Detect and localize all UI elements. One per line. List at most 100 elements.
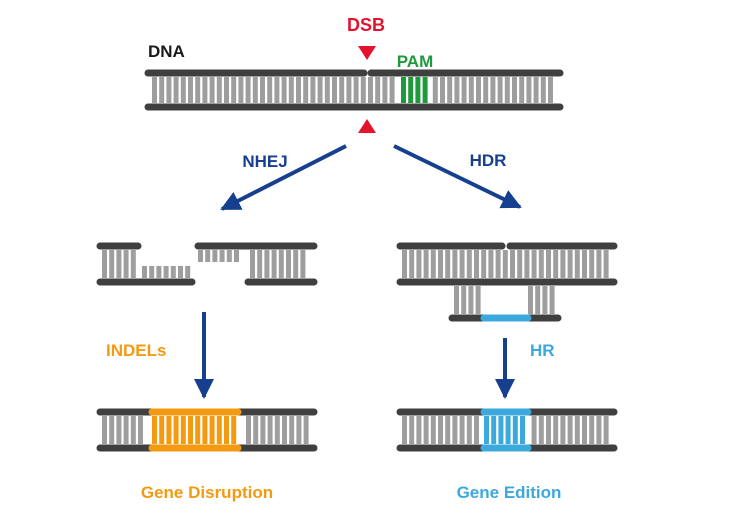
base-pair (224, 77, 229, 103)
base-pair (553, 250, 559, 278)
base-pair (589, 250, 595, 278)
dsb-marker-bottom-icon (358, 119, 376, 133)
base-pair (195, 77, 201, 103)
base-pair (226, 250, 232, 262)
base-pair (152, 416, 157, 444)
base-pair (310, 77, 316, 103)
base-pair (267, 77, 273, 103)
base-pair (468, 77, 474, 103)
base-pair (505, 416, 511, 444)
base-pair (188, 77, 193, 103)
base-pair (491, 416, 497, 444)
base-pair (596, 416, 602, 444)
pam-site (401, 77, 428, 103)
base-pair (198, 250, 203, 262)
base-pair (123, 416, 129, 444)
base-pair (567, 416, 573, 444)
base-pair (497, 77, 503, 103)
base-pair (549, 286, 555, 314)
nhej-arrow (220, 144, 347, 211)
edited-dna (396, 408, 618, 452)
base-pair (466, 416, 472, 444)
base-pair (116, 416, 122, 444)
base-pair (185, 266, 191, 278)
base-pair (257, 250, 263, 278)
base-pair (109, 250, 115, 278)
hdr-arrow (393, 144, 522, 209)
base-pair (445, 250, 451, 278)
base-pair (216, 416, 222, 444)
base-pair (517, 250, 523, 278)
base-pair (423, 250, 429, 278)
base-pair (195, 416, 201, 444)
base-pair (416, 416, 422, 444)
base-pair (102, 250, 107, 278)
base-pair (459, 250, 465, 278)
top-dna-bases (152, 77, 553, 103)
base-pair (156, 266, 162, 278)
base-pair (389, 77, 395, 103)
base-pair (170, 266, 176, 278)
gene-edition-label: Gene Edition (457, 483, 562, 502)
base-pair (205, 250, 211, 262)
base-pair (466, 250, 472, 278)
base-pair (231, 77, 237, 103)
donor-template (448, 286, 562, 322)
hdr-broken-dna (396, 242, 618, 286)
base-pair (560, 250, 566, 278)
base-pair (159, 416, 165, 444)
base-pair (409, 416, 415, 444)
base-pair (368, 77, 373, 103)
base-pair (461, 286, 467, 314)
base-pair (416, 250, 422, 278)
base-pair (289, 416, 295, 444)
dna-label: DNA (148, 42, 185, 61)
base-pair (271, 250, 277, 278)
base-pair (401, 77, 406, 103)
base-pair (166, 416, 172, 444)
base-pair (250, 250, 255, 278)
base-pair (180, 77, 186, 103)
base-pair (216, 77, 222, 103)
base-pair (300, 250, 306, 278)
base-pair (288, 77, 294, 103)
base-pair (224, 416, 229, 444)
base-pair (246, 416, 251, 444)
base-pair (346, 77, 352, 103)
base-pair (159, 77, 165, 103)
base-pair (440, 77, 445, 103)
base-pair (286, 250, 291, 278)
base-pair (504, 77, 510, 103)
base-pair (528, 286, 533, 314)
base-pair (535, 286, 541, 314)
base-pair (152, 77, 157, 103)
base-pair (408, 77, 414, 103)
base-pair (212, 250, 218, 262)
base-pair (138, 416, 143, 444)
base-pair (188, 416, 193, 444)
base-pair (546, 416, 551, 444)
base-pair (116, 250, 122, 278)
base-pair (510, 250, 515, 278)
base-pair (454, 77, 460, 103)
base-pair (260, 77, 265, 103)
base-pair (252, 77, 258, 103)
base-pair (130, 416, 136, 444)
base-pair (209, 77, 215, 103)
base-pair (603, 416, 609, 444)
pam-label: PAM (397, 52, 434, 71)
base-pair (209, 416, 215, 444)
base-pair (219, 250, 225, 262)
base-pair (423, 416, 429, 444)
disrupted-dna (96, 408, 318, 452)
base-pair (526, 77, 532, 103)
base-pair (484, 416, 489, 444)
base-pair (409, 250, 415, 278)
base-pair (317, 77, 323, 103)
base-pair (512, 416, 518, 444)
base-pair (476, 77, 481, 103)
base-pair (481, 250, 487, 278)
nhej-label: NHEJ (242, 152, 287, 171)
gene-disruption-label: Gene Disruption (141, 483, 273, 502)
